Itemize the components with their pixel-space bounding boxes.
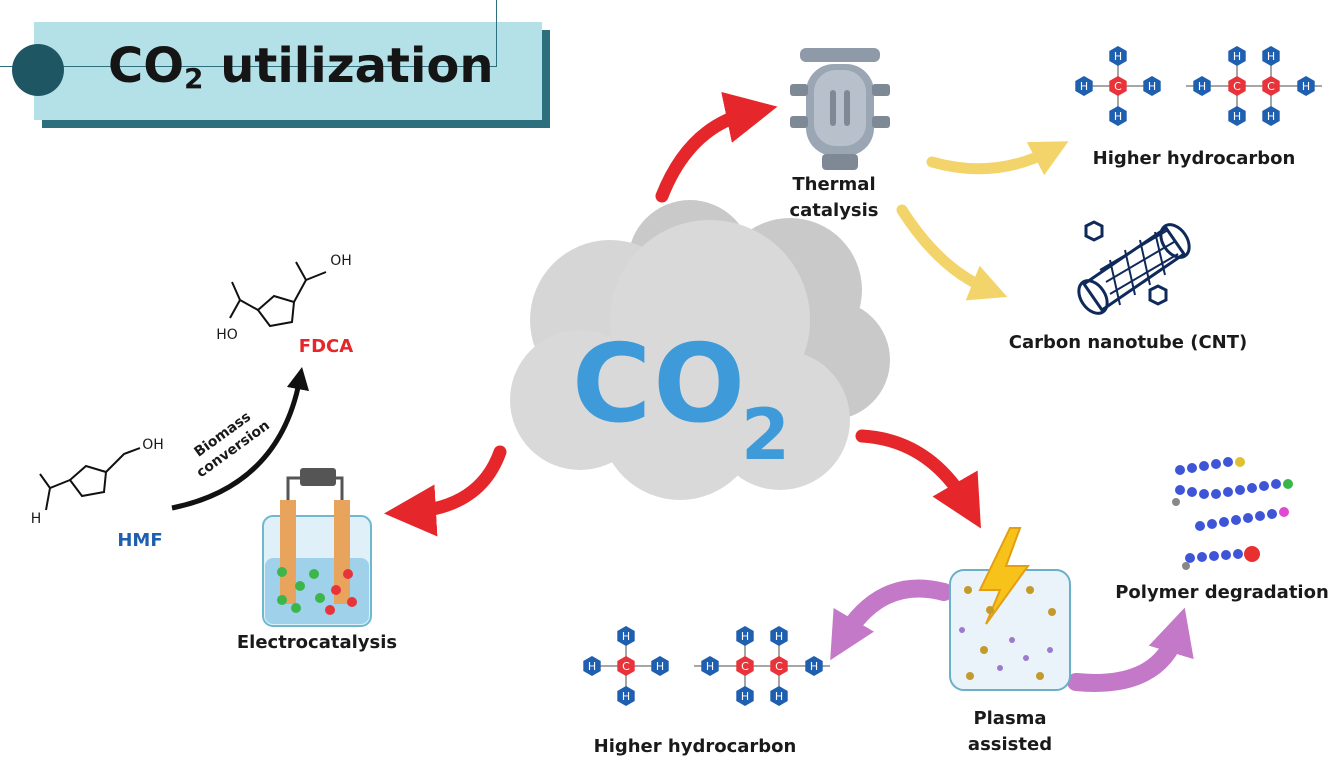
svg-text:H: H (1080, 80, 1088, 93)
arrow-biomass (171, 366, 310, 511)
label-fdca: FDCA (298, 336, 354, 357)
carbon-nanotube-icon (1077, 220, 1191, 315)
co2-cloud (510, 200, 890, 500)
svg-text:H: H (1148, 80, 1156, 93)
hydrogen-atom: H (583, 656, 601, 676)
svg-text:H: H (741, 630, 749, 643)
hydrogen-atom: H (1297, 76, 1315, 96)
svg-text:C: C (622, 660, 630, 673)
svg-text:H: H (1302, 80, 1310, 93)
plasma-beaker-icon (949, 527, 1071, 691)
hydrogen-atom: H (1228, 106, 1246, 126)
arrow-to-polymer (1067, 607, 1194, 692)
hydrocarbon-top-2: H H H H H H C C (1186, 46, 1322, 126)
svg-text:H: H (741, 690, 749, 703)
hydrogen-atom: H (1262, 106, 1280, 126)
hydrogen-atom: H (1262, 46, 1280, 66)
page-title: CO2 utilization (108, 38, 494, 95)
label-higher-hc-bottom: Higher hydrocarbon (593, 736, 797, 757)
hydrogen-atom: H (1228, 46, 1246, 66)
label-hmf: HMF (117, 530, 163, 551)
carbon-atom: C (770, 656, 788, 676)
label-polymer: Polymer degradation (1115, 582, 1329, 603)
svg-text:H: H (1198, 80, 1206, 93)
carbon-atom: C (1109, 76, 1127, 96)
svg-text:H: H (656, 660, 664, 673)
hmf-h-label: H (30, 511, 42, 527)
polymer-chain-icon (1172, 457, 1293, 570)
hydrogen-atom: H (1143, 76, 1161, 96)
svg-text:H: H (588, 660, 596, 673)
hydrocarbon-top-1: H H H H C (1075, 46, 1161, 126)
arrow-to-thermal (655, 91, 778, 203)
svg-text:H: H (1114, 110, 1122, 123)
carbon-atom: C (1262, 76, 1280, 96)
arrow-to-plasma (855, 429, 981, 529)
svg-text:H: H (1267, 50, 1275, 63)
hydrogen-atom: H (701, 656, 719, 676)
carbon-atom: C (736, 656, 754, 676)
hydrogen-atom: H (770, 626, 788, 646)
hydrogen-atom: H (770, 686, 788, 706)
svg-text:H: H (775, 690, 783, 703)
arrow-to-higher-hc (926, 141, 1069, 176)
hydrogen-atom: H (805, 656, 823, 676)
title-outline (0, 0, 497, 67)
svg-text:C: C (1233, 80, 1241, 93)
center-co2-label: CO2 (572, 322, 792, 476)
svg-text:H: H (775, 630, 783, 643)
title-banner (34, 22, 542, 120)
hydrogen-atom: H (736, 686, 754, 706)
carbon-atom: C (617, 656, 635, 676)
fdca-ho-label: HO (216, 327, 238, 343)
svg-text:H: H (1233, 110, 1241, 123)
arrow-to-electro (384, 445, 507, 537)
hydrogen-atom: H (1109, 46, 1127, 66)
svg-text:C: C (741, 660, 749, 673)
hydrogen-atom: H (651, 656, 669, 676)
hydrogen-atom: H (736, 626, 754, 646)
hydrocarbon-bottom-1: H H H H C (583, 626, 669, 706)
electrolysis-cell-icon (262, 468, 372, 627)
svg-text:C: C (1267, 80, 1275, 93)
title-bullet (12, 44, 64, 96)
svg-text:H: H (706, 660, 714, 673)
reactor-icon (790, 48, 890, 170)
arrow-to-cnt (896, 204, 1008, 301)
svg-text:H: H (622, 630, 630, 643)
svg-text:C: C (1114, 80, 1122, 93)
label-cnt: Carbon nanotube (CNT) (1008, 332, 1248, 353)
svg-text:H: H (1114, 50, 1122, 63)
hmf-structure (39, 447, 141, 511)
fdca-structure (229, 261, 327, 328)
arrow-to-bottom-hc (830, 579, 953, 661)
svg-text:C: C (775, 660, 783, 673)
hydrogen-atom: H (617, 686, 635, 706)
hydrogen-atom: H (1075, 76, 1093, 96)
hmf-oh-label: OH (142, 437, 164, 453)
svg-text:H: H (622, 690, 630, 703)
label-higher-hc-top: Higher hydrocarbon (1092, 148, 1296, 169)
fdca-oh-label: OH (330, 253, 352, 269)
svg-text:H: H (1233, 50, 1241, 63)
hydrogen-atom: H (1109, 106, 1127, 126)
svg-text:H: H (810, 660, 818, 673)
label-electro: Electrocatalysis (236, 632, 398, 653)
carbon-atom: C (1228, 76, 1246, 96)
hydrocarbon-bottom-2: H H H H H H C C (694, 626, 830, 706)
hydrogen-atom: H (1193, 76, 1211, 96)
hydrogen-atom: H (617, 626, 635, 646)
svg-text:H: H (1267, 110, 1275, 123)
